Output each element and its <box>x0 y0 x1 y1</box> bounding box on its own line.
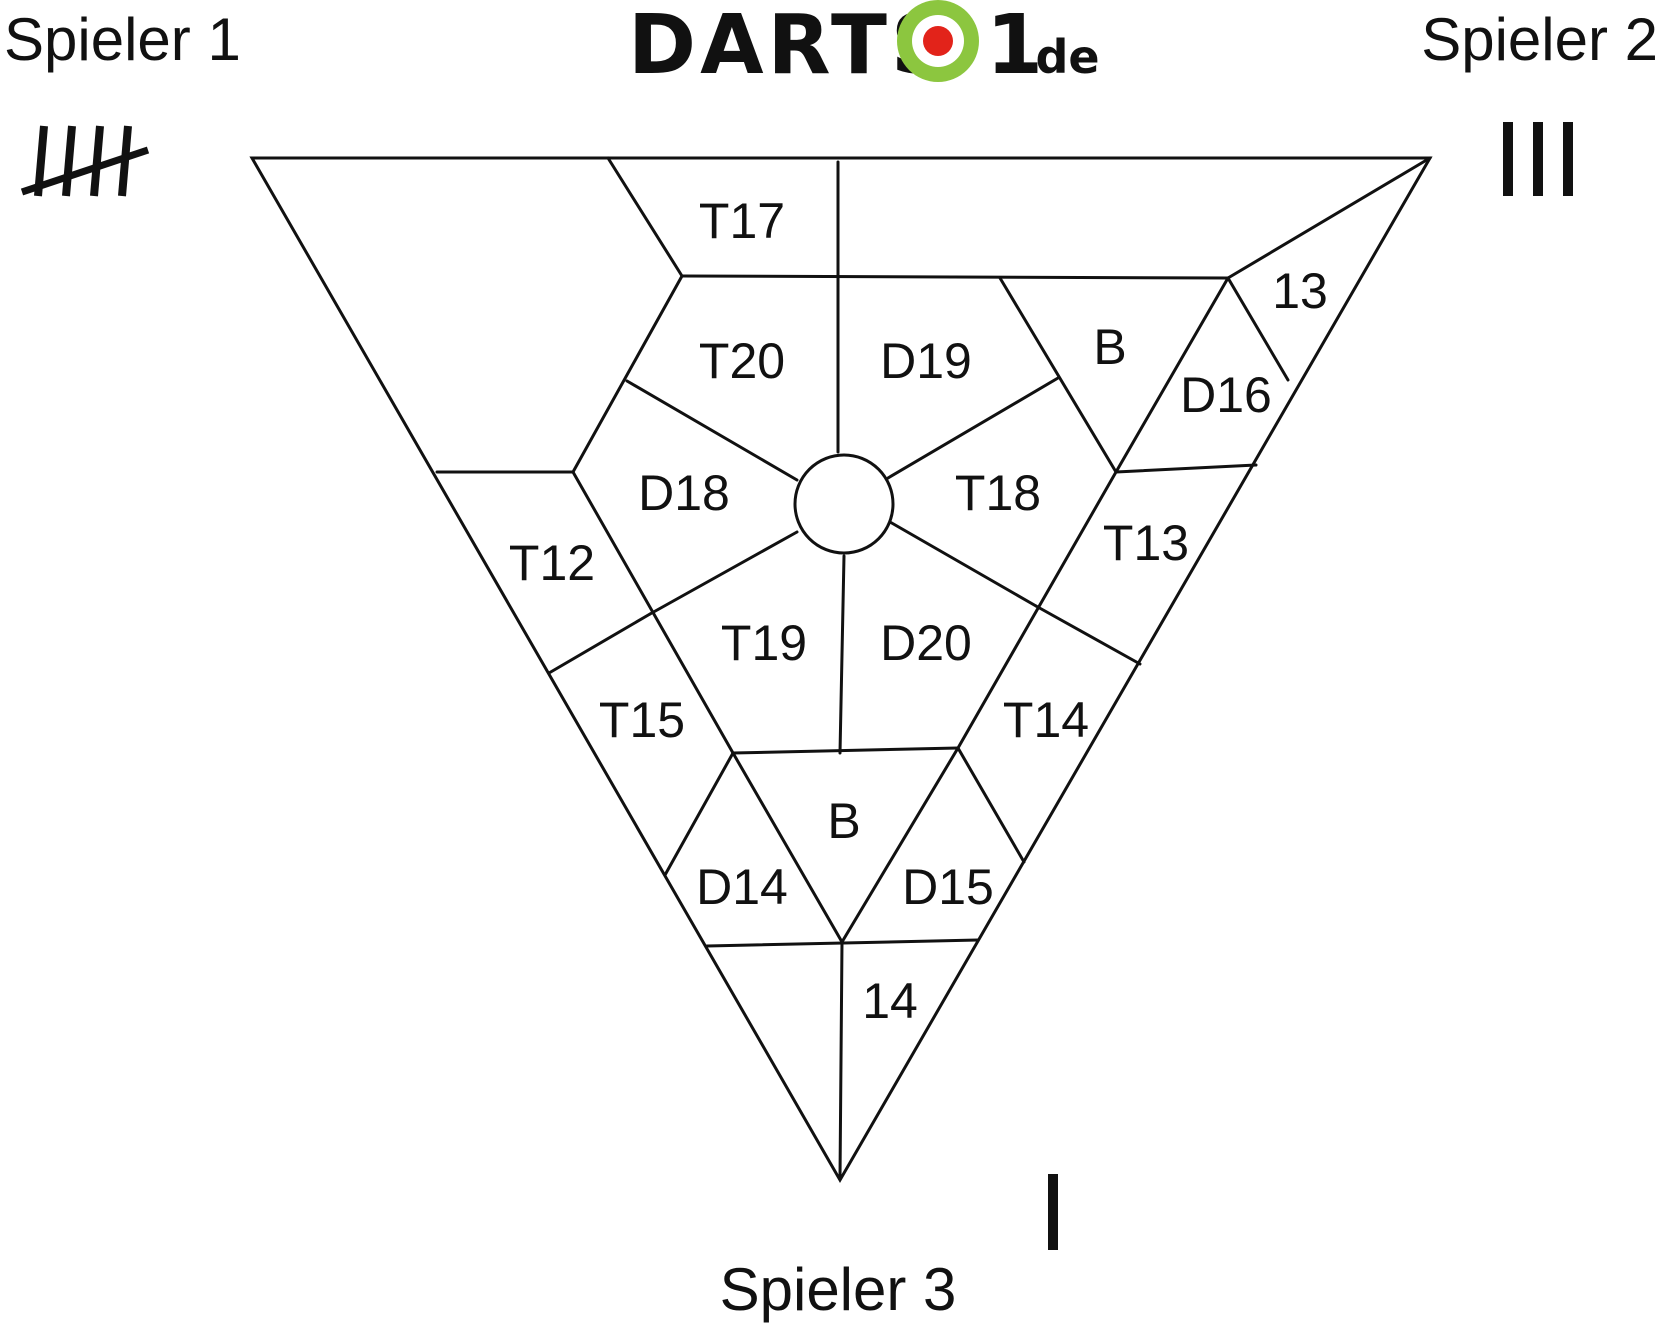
line-d14-left <box>663 751 735 877</box>
cell-label-d20: D20 <box>880 615 972 671</box>
line-hex-right <box>956 470 1118 750</box>
cell-label-b-bottom: B <box>827 793 860 849</box>
cell-label-t19: T19 <box>721 615 807 671</box>
board-lines <box>249 156 1433 1184</box>
line-d16-right <box>1226 276 1290 382</box>
tally-stroke <box>90 125 104 197</box>
cell-label-14: 14 <box>862 973 918 1029</box>
line-d16-left <box>1114 276 1230 474</box>
logo-text-suffix: .de <box>1018 30 1100 84</box>
player-3-label: Spieler 3 <box>720 1256 957 1323</box>
cell-label-d18: D18 <box>638 465 730 521</box>
line-b-bottom-right <box>840 746 960 944</box>
dartboard-logo-icon <box>897 0 979 82</box>
line-13-diagonal <box>1226 156 1432 280</box>
cell-label-t12: T12 <box>509 535 595 591</box>
line-d15-right <box>956 746 1026 864</box>
cell-label-t18: T18 <box>955 465 1041 521</box>
logo-text-one: 1 <box>986 0 1047 93</box>
darts01-logo: DARTS 1 .de <box>628 0 1100 93</box>
board-cell-labels: T17 T20 D19 B 13 D16 D18 T18 T12 T13 T19… <box>509 193 1328 1029</box>
line-t15-top <box>547 612 652 675</box>
line-hex-upper-left <box>571 274 684 474</box>
line-spoke-bottom <box>838 554 846 755</box>
cell-label-d15: D15 <box>902 859 994 915</box>
tally-cross-stroke <box>20 146 150 196</box>
line-spoke-lower-right <box>888 520 1038 608</box>
cell-label-t14: T14 <box>1003 692 1089 748</box>
line-upper-horizontal <box>680 274 1230 280</box>
line-spoke-lower-left <box>648 530 799 616</box>
line-spoke-upper-left <box>625 379 799 482</box>
cell-label-b-top: B <box>1093 319 1126 375</box>
cell-label-t15: T15 <box>599 692 685 748</box>
outer-triangle <box>249 156 1433 1184</box>
logo-text-darts: DARTS <box>628 0 954 93</box>
player-2-tally-marks <box>1503 122 1573 196</box>
cell-label-t17: T17 <box>699 193 785 249</box>
line-b-left <box>998 276 1118 474</box>
line-hex-bottom <box>731 746 960 755</box>
line-spoke-upper-right <box>886 376 1060 480</box>
player-2-label: Spieler 2 <box>1421 6 1658 73</box>
cell-label-t20: T20 <box>699 333 785 389</box>
line-bottom-vertical <box>838 940 844 1180</box>
cell-label-d19: D19 <box>880 333 972 389</box>
bull-circle <box>793 453 895 555</box>
line-b-bottom-left <box>731 751 844 944</box>
cell-label-d14: D14 <box>696 859 788 915</box>
cell-label-d16: D16 <box>1180 367 1272 423</box>
cell-label-13: 13 <box>1272 263 1328 319</box>
cell-label-t13: T13 <box>1103 515 1189 571</box>
tally-stroke <box>62 125 76 197</box>
player-1-label: Spieler 1 <box>4 6 241 73</box>
line-t13-top <box>1114 463 1258 474</box>
line-t17-left <box>606 156 684 278</box>
line-t14-top <box>1034 604 1142 666</box>
player-1-tally-marks <box>20 125 150 197</box>
